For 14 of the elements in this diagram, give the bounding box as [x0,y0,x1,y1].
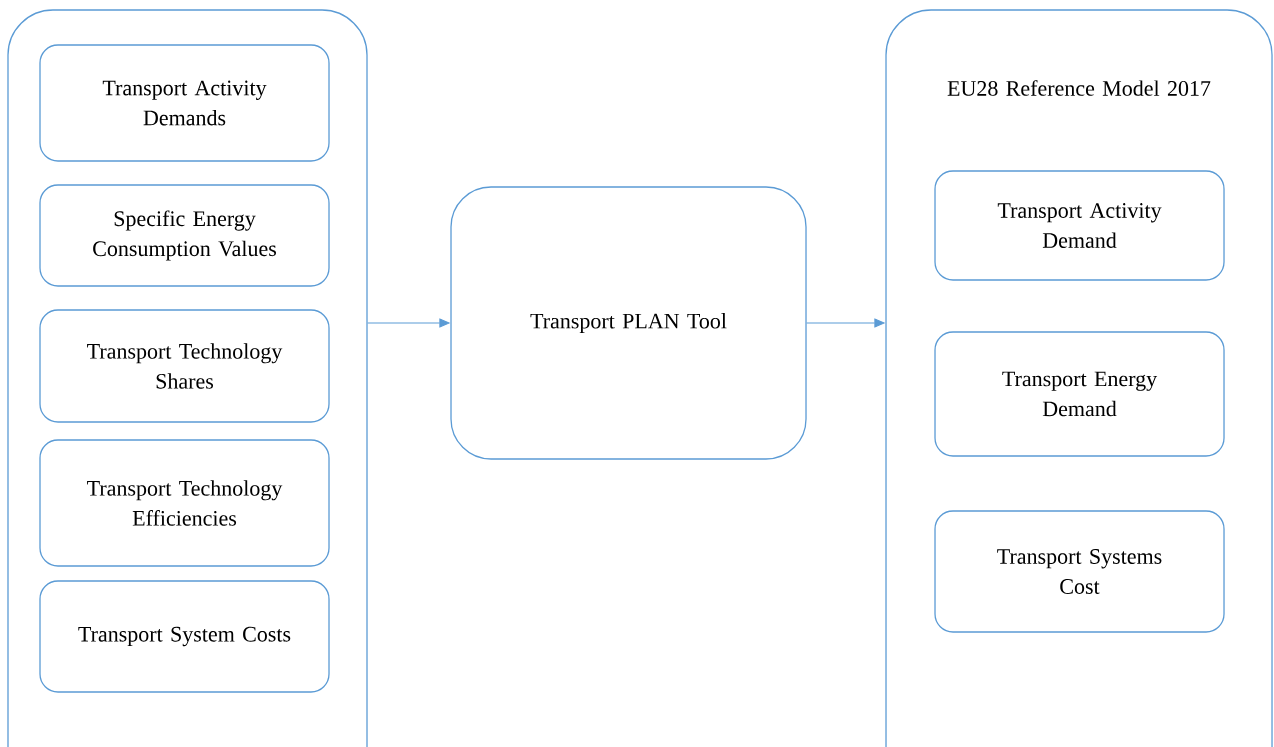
process-box: Transport Technology Efficiencies [39,439,330,567]
process-box: Transport Technology Shares [39,309,330,423]
process-box: Transport Activity Demands [39,44,330,162]
process-box: Transport Systems Cost [934,510,1225,633]
arrow [806,318,885,328]
arrow [367,318,450,328]
process-box: Transport Activity Demand [934,170,1225,281]
panel [885,9,1273,747]
heading: EU28 Reference Model 2017 [947,80,1211,96]
process-box: Transport PLAN Tool [450,186,807,460]
panel [7,9,368,747]
process-box: Transport System Costs [39,580,330,693]
process-box: Transport Energy Demand [934,331,1225,457]
process-box: Specific Energy Consumption Values [39,184,330,287]
